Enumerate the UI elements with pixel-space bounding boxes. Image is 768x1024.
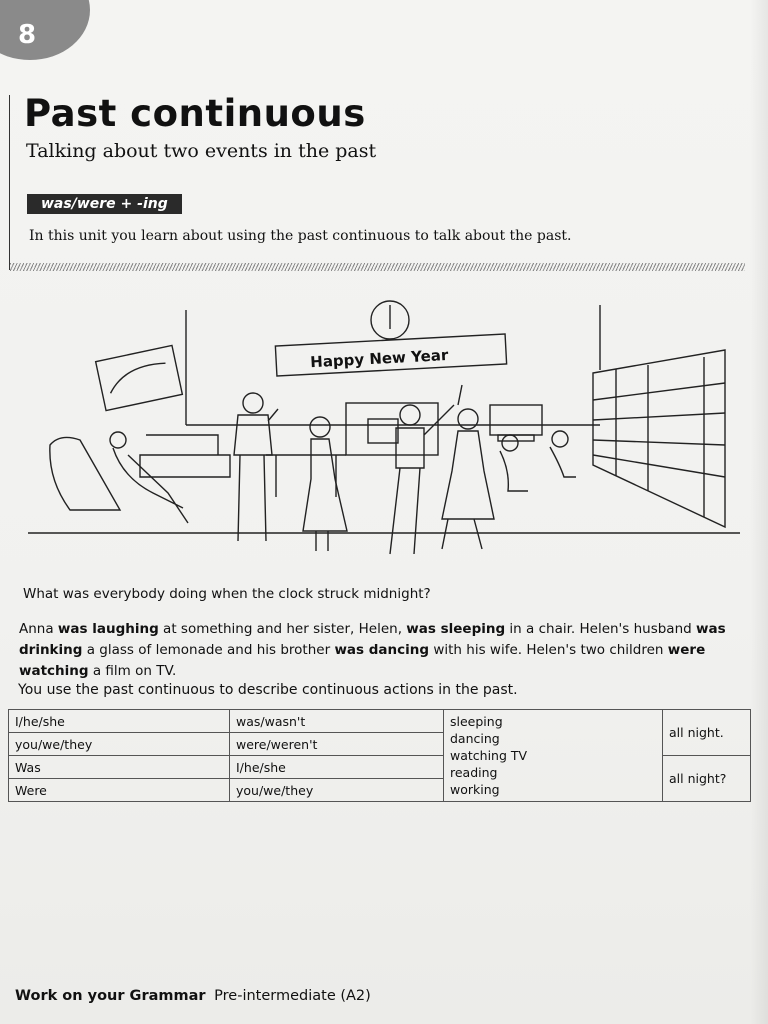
tv-icon xyxy=(489,404,543,436)
footer-series: Work on your Grammar xyxy=(15,988,206,1004)
table-cell: I/he/she xyxy=(8,709,230,733)
table-cell: was/wasn't xyxy=(229,709,444,733)
wall-clock-icon xyxy=(370,300,410,340)
story-verb-phrase: was drinking xyxy=(19,621,726,658)
wall-picture xyxy=(94,344,184,412)
sofa xyxy=(139,434,231,478)
verb-item: working xyxy=(450,782,500,797)
story-text: at something and her sister, Helen, xyxy=(158,621,407,637)
table-row: I/he/she was/wasn't sleeping dancing wat… xyxy=(8,709,751,802)
story-text: a glass of lemonade and his brother xyxy=(82,642,335,658)
story-text: with his wife. Helen's two children xyxy=(429,642,668,658)
verb-item: dancing xyxy=(450,731,500,746)
children-watching-tv xyxy=(499,430,576,492)
story-text: a film on TV. xyxy=(88,663,177,679)
story-paragraph: Anna was laughing at something and her s… xyxy=(19,619,754,682)
anna-laughing xyxy=(302,416,348,551)
table-cell: you/we/they xyxy=(229,778,444,802)
table-cell: Was xyxy=(8,755,230,779)
table-cell: Were xyxy=(8,778,230,802)
story-text: Anna xyxy=(19,621,58,637)
page-title: Past continuous xyxy=(24,92,366,135)
intro-text: In this unit you learn about using the p… xyxy=(29,228,572,244)
page-subtitle: Talking about two events in the past xyxy=(26,140,377,162)
banner xyxy=(274,333,508,377)
wavy-divider xyxy=(10,263,745,271)
unit-number-badge: 8 xyxy=(0,0,90,60)
table-cell: you/we/they xyxy=(8,732,230,756)
unit-number: 8 xyxy=(18,20,37,50)
story-verb-phrase: was dancing xyxy=(334,642,430,658)
story-verb-phrase: was sleeping xyxy=(406,621,506,637)
story-verb-phrase: was laughing xyxy=(57,621,159,637)
explanation: You use the past continuous to describe … xyxy=(18,682,518,698)
party-illustration: Happy New Year xyxy=(28,300,740,555)
table-row: Were you/we/they xyxy=(8,778,751,802)
ending-cell: all night. xyxy=(662,709,751,756)
footer-level: Pre-intermediate (A2) xyxy=(214,988,371,1004)
helen-sleeping xyxy=(109,431,189,524)
table-cell: I/he/she xyxy=(229,755,444,779)
ending-cell: all night? xyxy=(662,755,751,802)
story-text: in a chair. Helen's husband xyxy=(505,621,696,637)
husband-drinking xyxy=(233,392,279,542)
story-verb-phrase: were watching xyxy=(19,642,706,679)
verb-item: watching TV xyxy=(450,748,528,763)
question: What was everybody doing when the clock … xyxy=(23,586,431,602)
left-rule xyxy=(9,95,10,270)
verb-list-cell: sleeping dancing watching TV reading wor… xyxy=(443,709,663,802)
page-shadow xyxy=(750,0,768,1024)
verb-item: reading xyxy=(450,765,498,780)
form-label-badge: was/were + -ing xyxy=(27,194,182,214)
verb-item: sleeping xyxy=(450,714,503,729)
footer: Work on your Grammar Pre-intermediate (A… xyxy=(15,988,371,1004)
grammar-table: I/he/she was/wasn't sleeping dancing wat… xyxy=(8,709,751,802)
armchair xyxy=(49,436,122,511)
fireplace xyxy=(345,402,439,456)
coffee-table xyxy=(266,454,346,497)
bookcase xyxy=(592,349,726,529)
wife-dancing xyxy=(441,384,495,550)
table-cell: were/weren't xyxy=(229,732,444,756)
brother-dancing xyxy=(389,404,455,555)
